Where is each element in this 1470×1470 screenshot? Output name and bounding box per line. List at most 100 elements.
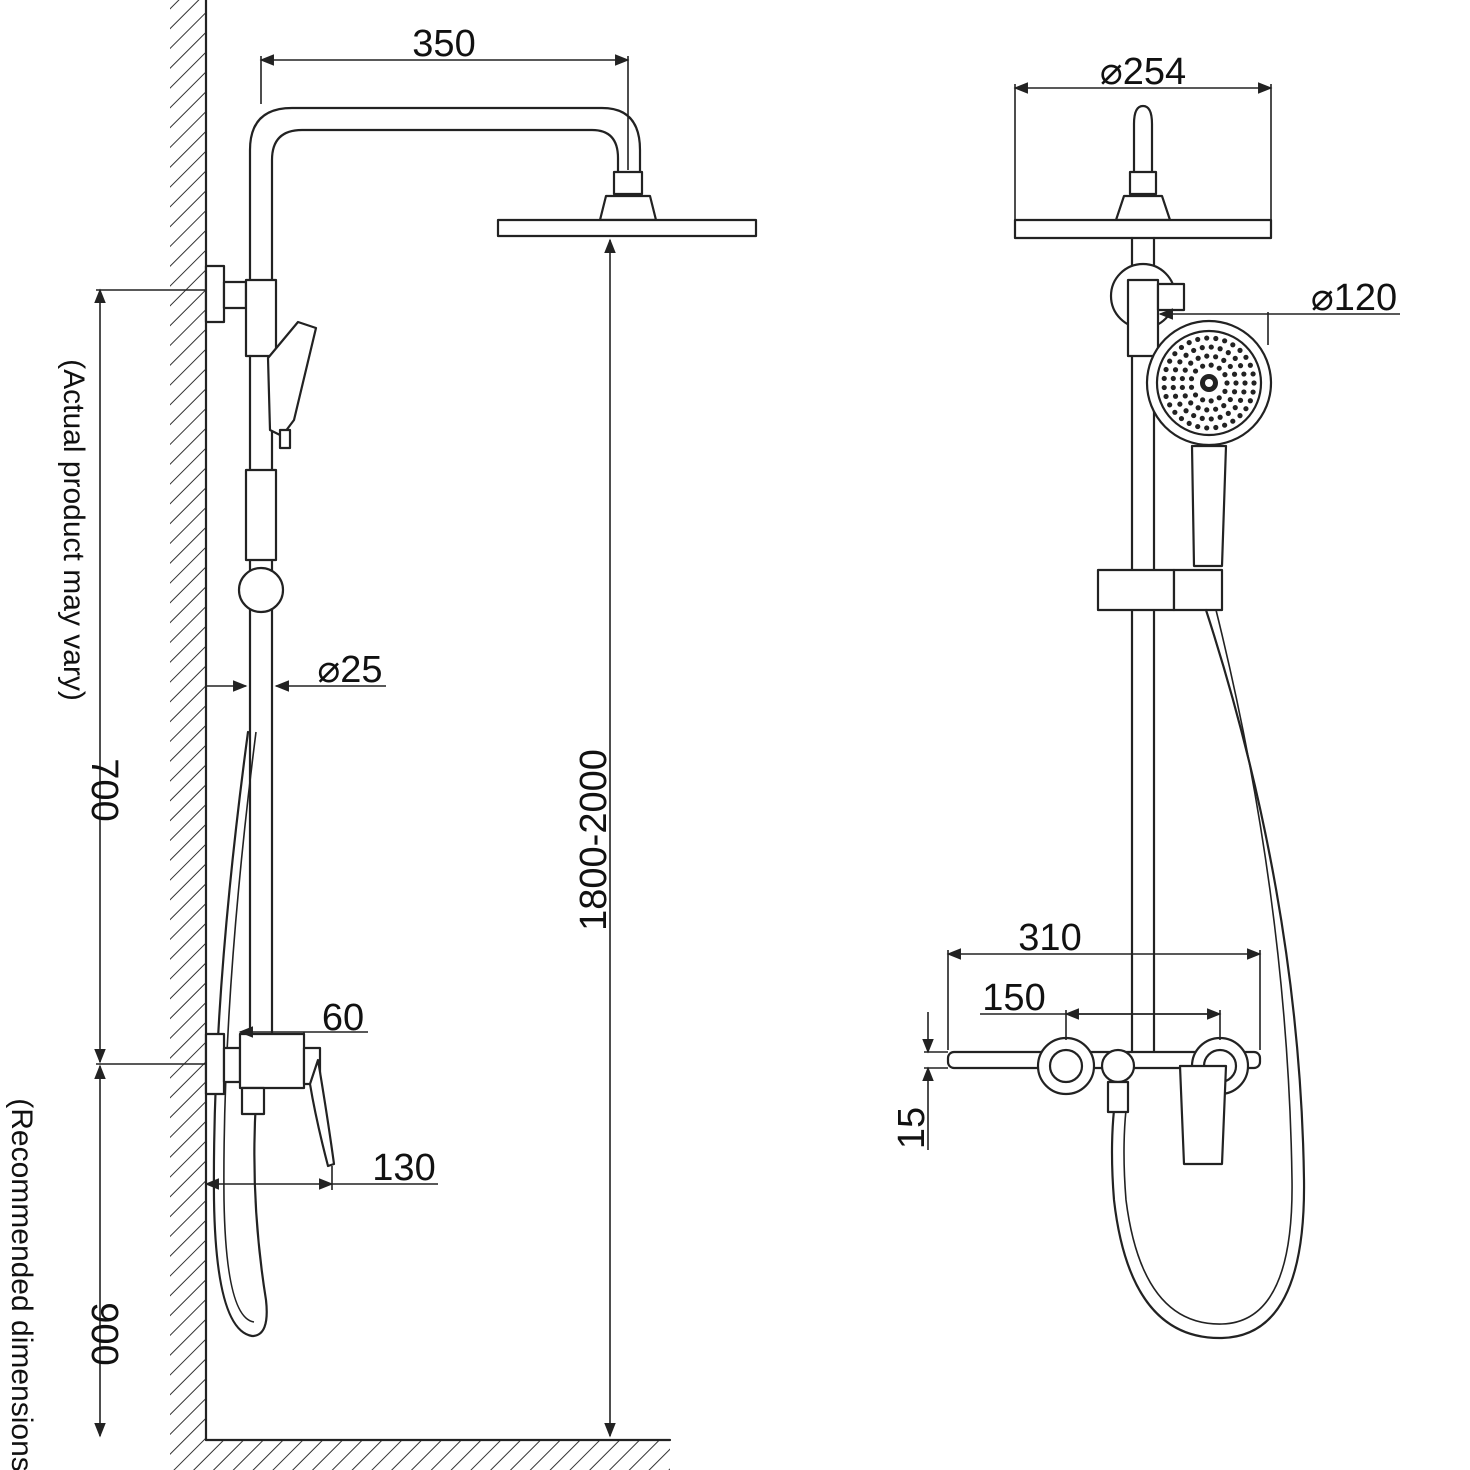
nozzle-dot bbox=[1237, 363, 1244, 369]
nozzle-dot bbox=[1222, 338, 1228, 344]
nozzle-dot bbox=[1177, 401, 1183, 407]
nozzle-dot bbox=[1178, 415, 1185, 422]
dim-offset: 15 bbox=[891, 1107, 933, 1149]
nozzle-dot bbox=[1192, 392, 1199, 398]
nozzle-dot bbox=[1182, 393, 1188, 399]
nozzle-dot bbox=[1213, 424, 1219, 431]
nozzle-dot bbox=[1200, 397, 1206, 403]
nozzle-dot bbox=[1247, 362, 1253, 368]
side-view-dimensions bbox=[94, 54, 630, 1438]
nozzle-dot bbox=[1222, 372, 1228, 378]
dim-mixer-width: 310 bbox=[1018, 917, 1081, 959]
dim-handshower-diameter: ⌀120 bbox=[1311, 277, 1397, 319]
nozzle-dot bbox=[1232, 405, 1238, 411]
nozzle-dot bbox=[1188, 400, 1194, 406]
nozzle-dot bbox=[1217, 414, 1223, 420]
nozzle-dot bbox=[1188, 360, 1194, 366]
wall bbox=[170, 0, 208, 1442]
nozzle-dot bbox=[1250, 371, 1256, 377]
nozzle-dot bbox=[1216, 395, 1222, 401]
nozzle-dot bbox=[1213, 406, 1219, 412]
front-view-labels: ⌀254 ⌀120 310 150 15 bbox=[891, 51, 1397, 1149]
nozzle-dot bbox=[1186, 420, 1192, 427]
nozzle-dot bbox=[1230, 342, 1236, 348]
nozzle-dot bbox=[1222, 422, 1228, 428]
nozzle-dot bbox=[1208, 416, 1214, 422]
nozzle-dot bbox=[1251, 380, 1257, 386]
nozzle-dot bbox=[1243, 354, 1249, 360]
note-recommended-dimensions: (Recommended dimensions) bbox=[5, 1098, 38, 1470]
nozzle-dot bbox=[1241, 371, 1247, 377]
nozzle-dot bbox=[1242, 380, 1248, 386]
nozzle-dot bbox=[1163, 366, 1169, 373]
nozzle-dot bbox=[1221, 357, 1227, 363]
nozzle-dot bbox=[1237, 397, 1244, 403]
nozzle-dot bbox=[1167, 402, 1173, 408]
nozzle-dot bbox=[1208, 398, 1214, 404]
floor bbox=[170, 1438, 672, 1470]
dim-pipe-diameter: ⌀25 bbox=[317, 649, 382, 691]
side-view-labels: 350 ⌀25 60 130 1800-2000 700 900 (Actual… bbox=[5, 23, 615, 1470]
nozzle-dot bbox=[1195, 355, 1201, 361]
front-view-dimensions bbox=[922, 82, 1400, 1150]
side-view-shower bbox=[204, 106, 758, 1338]
nozzle-dot bbox=[1177, 359, 1183, 365]
nozzle-dot bbox=[1172, 393, 1179, 399]
dim-handle-depth: 130 bbox=[372, 1147, 435, 1189]
nozzle-dot bbox=[1170, 375, 1176, 382]
nozzle-dot bbox=[1161, 384, 1167, 391]
front-view-shower bbox=[946, 84, 1306, 1340]
nozzle-dot bbox=[1179, 375, 1185, 382]
nozzle-dot bbox=[1204, 425, 1210, 431]
nozzle-dot bbox=[1170, 384, 1176, 391]
nozzle-dot bbox=[1204, 335, 1210, 341]
dim-overhead-diameter: ⌀254 bbox=[1100, 51, 1186, 93]
nozzle-dot bbox=[1163, 393, 1169, 400]
nozzle-dot bbox=[1192, 368, 1199, 374]
nozzle-dot bbox=[1225, 350, 1231, 356]
nozzle-dot bbox=[1178, 344, 1185, 351]
nozzle-dot bbox=[1182, 367, 1188, 373]
nozzle-dot bbox=[1243, 406, 1249, 412]
nozzle-dot bbox=[1188, 376, 1195, 382]
nozzle-dot bbox=[1204, 353, 1210, 359]
nozzle-dot bbox=[1172, 367, 1179, 373]
spray-nozzles bbox=[1161, 335, 1257, 431]
nozzle-dot bbox=[1188, 384, 1195, 390]
nozzle-dot bbox=[1247, 398, 1253, 404]
nozzle-dot bbox=[1231, 389, 1238, 395]
dim-arm-length: 350 bbox=[412, 23, 475, 65]
nozzle-dot bbox=[1250, 389, 1256, 395]
nozzle-dot bbox=[1191, 412, 1197, 419]
nozzle-dot bbox=[1195, 423, 1201, 430]
nozzle-dot bbox=[1230, 418, 1236, 424]
nozzle-dot bbox=[1172, 409, 1178, 415]
dim-total-height: 1800-2000 bbox=[573, 749, 615, 931]
nozzle-dot bbox=[1208, 362, 1214, 368]
nozzle-dot bbox=[1227, 396, 1233, 403]
nozzle-dot bbox=[1225, 410, 1231, 416]
nozzle-dot bbox=[1221, 403, 1227, 409]
nozzle-dot bbox=[1237, 413, 1243, 419]
dim-lower-height: 900 bbox=[83, 1302, 125, 1365]
nozzle-dot bbox=[1237, 347, 1243, 353]
nozzle-dot bbox=[1213, 335, 1219, 342]
nozzle-dot bbox=[1195, 405, 1201, 411]
nozzle-dot bbox=[1172, 351, 1178, 357]
nozzle-dot bbox=[1199, 415, 1205, 421]
nozzle-dot bbox=[1195, 336, 1201, 343]
nozzle-dot bbox=[1233, 380, 1239, 386]
nozzle-dot bbox=[1217, 346, 1223, 352]
nozzle-dot bbox=[1241, 389, 1247, 395]
nozzle-dot bbox=[1232, 355, 1238, 361]
nozzle-dot bbox=[1204, 407, 1210, 413]
nozzle-dot bbox=[1227, 363, 1233, 370]
nozzle-dot bbox=[1183, 352, 1189, 358]
nozzle-dot bbox=[1216, 365, 1222, 371]
nozzle-dot bbox=[1167, 358, 1173, 364]
nozzle-dot bbox=[1191, 347, 1197, 354]
nozzle-dot bbox=[1179, 384, 1185, 391]
nozzle-dot bbox=[1183, 408, 1189, 414]
nozzle-dot bbox=[1199, 345, 1205, 351]
